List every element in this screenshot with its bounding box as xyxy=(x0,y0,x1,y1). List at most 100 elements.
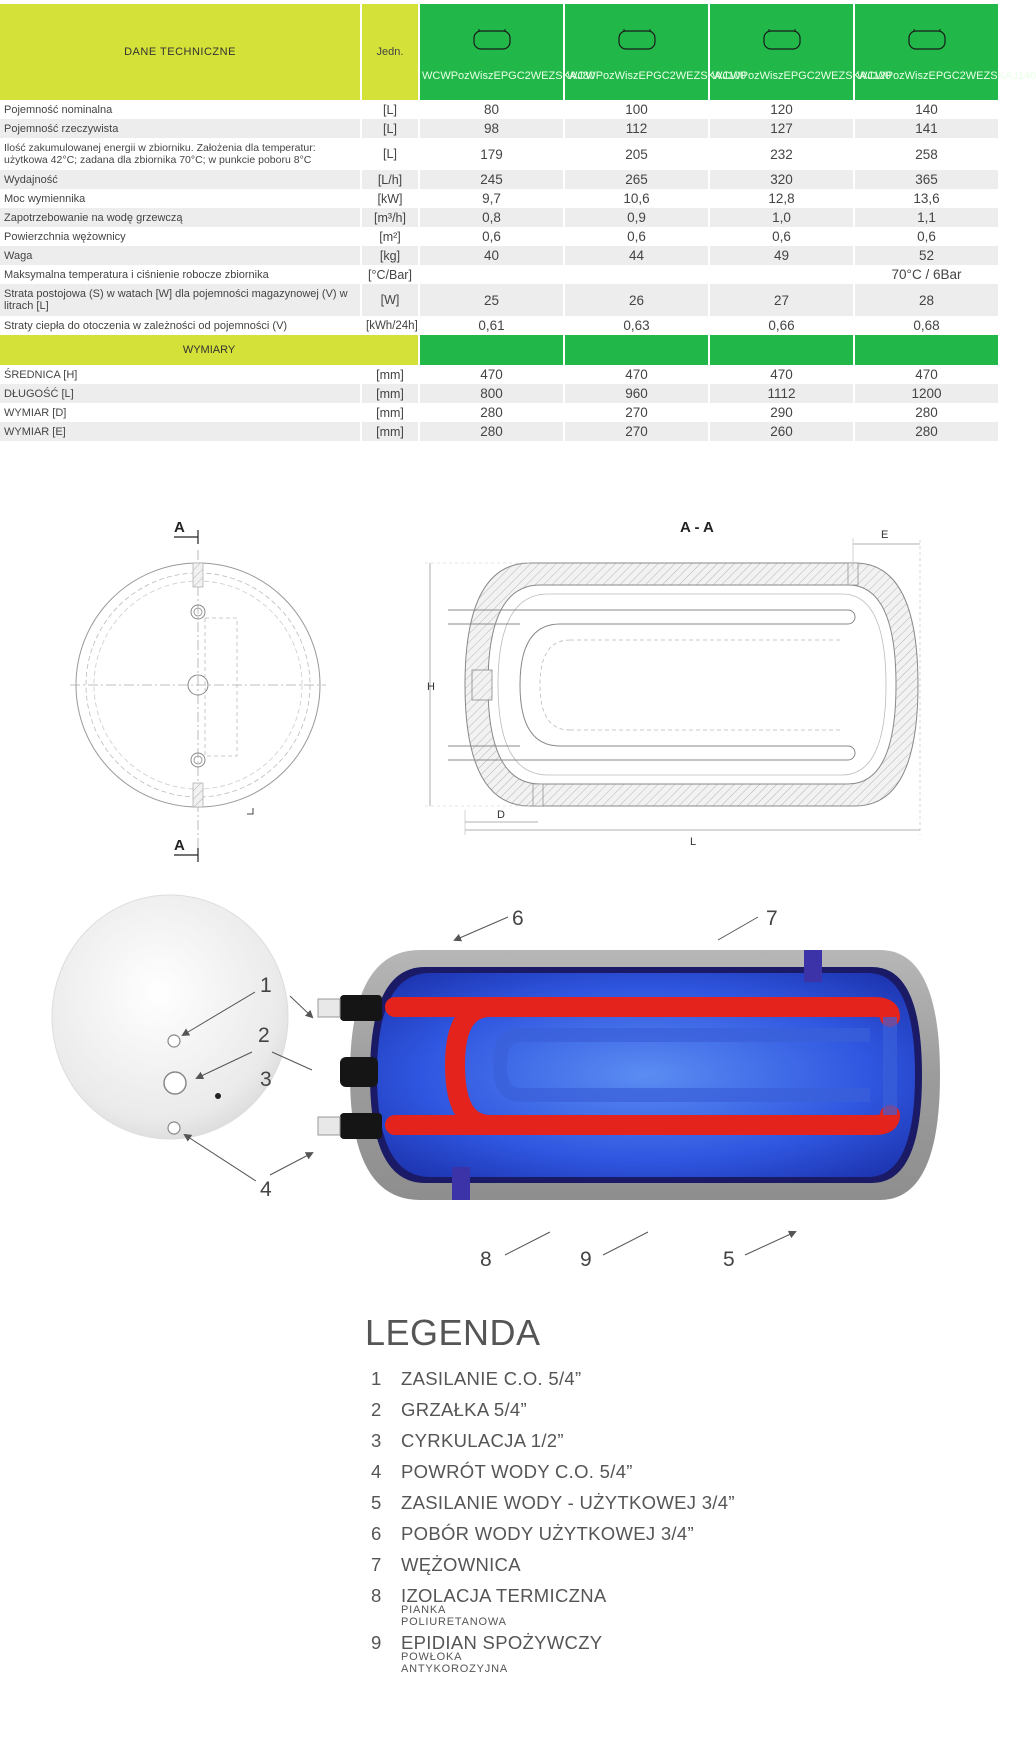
legend-text: IZOLACJA TERMICZNA xyxy=(401,1585,607,1606)
row-value: 52 xyxy=(855,246,1000,265)
table-row: Strata postojowa (S) w watach [W] dla po… xyxy=(0,284,1000,316)
row-value: 265 xyxy=(565,170,710,189)
model-column-header: WCWPozWiszEPGC2WEZSKAJ120 xyxy=(710,4,891,100)
legend-text: POBÓR WODY UŻYTKOWEJ 3/4” xyxy=(401,1523,694,1544)
legend-text: ZASILANIE C.O. 5/4” xyxy=(401,1368,582,1389)
row-value: 270 xyxy=(565,403,710,422)
callout-2: 2 xyxy=(258,1024,270,1047)
table-row: Straty ciepła do otoczenia w zależności … xyxy=(0,316,1000,335)
row-unit: [kWh/24h] xyxy=(362,316,420,335)
row-value: 0,66 xyxy=(710,316,855,335)
row-unit: [L/h] xyxy=(362,170,420,189)
row-value: 1200 xyxy=(855,384,1000,403)
row-value: 245 xyxy=(420,170,565,189)
table-row: WYMIAR [D] [mm] 280 270 290 280 xyxy=(0,403,1000,422)
callout-7: 7 xyxy=(766,907,778,930)
technical-drawing: A A A - A H L D E xyxy=(70,519,921,862)
row-value: 112 xyxy=(565,119,710,138)
row-label: Powierzchnia wężownicy xyxy=(0,227,362,246)
row-unit: [m²] xyxy=(362,227,420,246)
legend-item: 8 IZOLACJA TERMICZNA PIANKA POLIURETANOW… xyxy=(365,1585,606,1632)
callout-numbers: 1 2 3 4 5 6 7 8 9 xyxy=(258,907,778,1271)
legend-item: 7 WĘŻOWNICA xyxy=(365,1554,541,1585)
row-unit: [W] xyxy=(362,284,420,316)
legend-number: 6 xyxy=(371,1523,382,1544)
row-value: 320 xyxy=(710,170,855,189)
table-title: DANE TECHNICZNE xyxy=(0,4,362,100)
row-value: 270 xyxy=(565,422,710,441)
legend-subtext: PIANKA POLIURETANOWA xyxy=(401,1604,507,1628)
row-value: 127 xyxy=(710,119,855,138)
product-illustration: 1 2 3 4 5 6 7 8 9 xyxy=(51,894,940,1271)
callout-8: 8 xyxy=(480,1248,492,1271)
row-value: 280 xyxy=(855,403,1000,422)
row-label: Strata postojowa (S) w watach [W] dla po… xyxy=(0,284,362,316)
legend-number: 4 xyxy=(371,1461,382,1482)
row-value: 98 xyxy=(420,119,565,138)
legend-number: 7 xyxy=(371,1554,382,1575)
callout-9: 9 xyxy=(580,1248,592,1271)
section-view-drawing: A - A H L D E xyxy=(425,519,921,848)
row-value: 28 xyxy=(855,284,1000,316)
row-value: 13,6 xyxy=(855,189,1000,208)
row-value: 470 xyxy=(420,365,565,384)
row-unit: [kW] xyxy=(362,189,420,208)
legend-item: 9 EPIDIAN SPOŻYWCZY POWŁOKA ANTYKOROZYJN… xyxy=(365,1632,602,1679)
row-value: 10,6 xyxy=(565,189,710,208)
model-column-header: WCWPozWiszEPGC2WEZSKAJ80 xyxy=(420,4,595,100)
row-value: 0,6 xyxy=(710,227,855,246)
row-value xyxy=(420,265,565,284)
row-value: 25 xyxy=(420,284,565,316)
table-header-row: DANE TECHNICZNE Jedn. WCWPozWiszEPGC2WEZ… xyxy=(0,4,1036,100)
legend-number: 2 xyxy=(371,1399,382,1420)
table-row: Powierzchnia wężownicy [m²] 0,6 0,6 0,6 … xyxy=(0,227,1000,246)
row-value: 80 xyxy=(420,100,565,119)
row-value: 140 xyxy=(855,100,1000,119)
dimensions-header-cell xyxy=(710,335,855,365)
row-value: 800 xyxy=(420,384,565,403)
row-unit: [L] xyxy=(362,100,420,119)
legend-item: 3 CYRKULACJA 1/2” xyxy=(365,1430,564,1461)
legend-item: 6 POBÓR WODY UŻYTKOWEJ 3/4” xyxy=(365,1523,694,1554)
tank-icon xyxy=(907,29,946,50)
row-unit: [kg] xyxy=(362,246,420,265)
row-unit: [L] xyxy=(362,119,420,138)
row-value: 27 xyxy=(710,284,855,316)
table-row: Moc wymiennika [kW] 9,7 10,6 12,8 13,6 xyxy=(0,189,1000,208)
row-label: Wydajność xyxy=(0,170,362,189)
table-row: Ilość zakumulowanej energii w zbiorniku.… xyxy=(0,138,1000,170)
table-row: Wydajność [L/h] 245 265 320 365 xyxy=(0,170,1000,189)
table-row: WYMIAR [E] [mm] 280 270 260 280 xyxy=(0,422,1000,441)
legend-number: 1 xyxy=(371,1368,382,1389)
row-value: 100 xyxy=(565,100,710,119)
dimension-l-label: L xyxy=(690,836,696,848)
row-value: 26 xyxy=(565,284,710,316)
row-value: 49 xyxy=(710,246,855,265)
legend-item: 2 GRZAŁKA 5/4” xyxy=(365,1399,541,1430)
section-mark-bottom: A xyxy=(174,837,185,854)
legend-text: CYRKULACJA 1/2” xyxy=(401,1430,564,1451)
row-unit: [mm] xyxy=(362,403,420,422)
table-row: Pojemność rzeczywista [L] 98 112 127 141 xyxy=(0,119,1000,138)
legend-text: ZASILANIE WODY - UŻYTKOWEJ 3/4” xyxy=(401,1492,735,1513)
row-label: Ilość zakumulowanej energii w zbiorniku.… xyxy=(0,138,362,170)
dimensions-header-row: WYMIARY xyxy=(0,335,1000,365)
row-unit: [°C/Bar] xyxy=(362,265,420,284)
callout-6: 6 xyxy=(512,907,524,930)
tank-icon xyxy=(762,29,801,50)
row-value: 0,6 xyxy=(855,227,1000,246)
row-value: 258 xyxy=(855,138,1000,170)
row-value xyxy=(710,265,855,284)
row-value: 1112 xyxy=(710,384,855,403)
model-name: WCWPozWiszEPGC2WEZSKAJ100 xyxy=(567,70,747,82)
row-value: 0,6 xyxy=(420,227,565,246)
legend-text: POWRÓT WODY C.O. 5/4” xyxy=(401,1461,633,1482)
row-value: 120 xyxy=(710,100,855,119)
dimensions-header-cell xyxy=(420,335,565,365)
model-name: WCWPozWiszEPGC2WEZSKAJ120 xyxy=(712,70,892,82)
callout-lines xyxy=(181,916,797,1256)
table-row: ŚREDNICA [H] [mm] 470 470 470 470 xyxy=(0,365,1000,384)
row-value: 0,63 xyxy=(565,316,710,335)
row-label: Waga xyxy=(0,246,362,265)
legend-subtext: POWŁOKA ANTYKOROZYJNA xyxy=(401,1651,508,1675)
